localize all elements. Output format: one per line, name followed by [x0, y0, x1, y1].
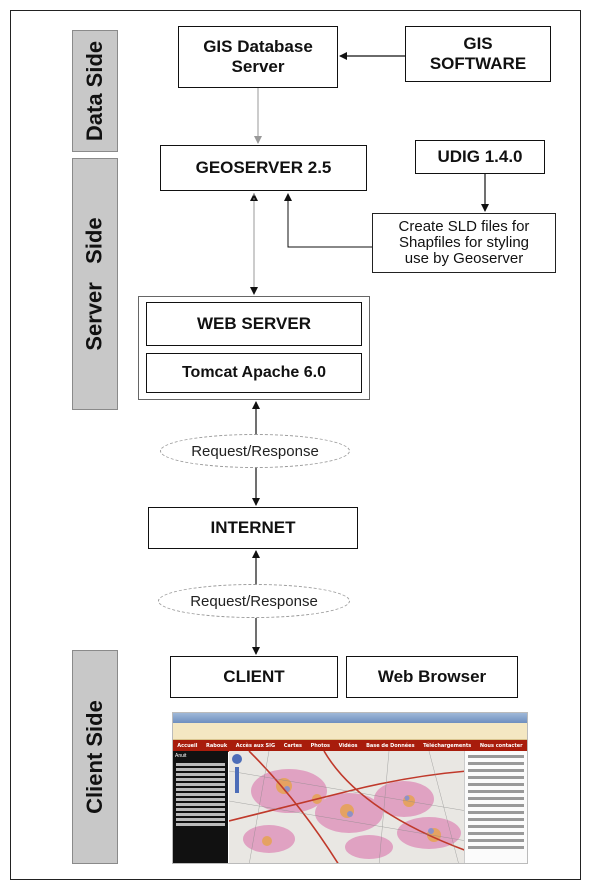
site-menu-item: Téléchargements	[423, 743, 472, 749]
data-side-band: Data Side	[72, 30, 118, 152]
web-server-label: WEB SERVER	[197, 314, 311, 334]
gis-database-server-box: GIS Database Server	[178, 26, 338, 88]
sld-note-line2: Shapfiles for styling	[398, 233, 530, 251]
site-menu-item: Vidéos	[338, 743, 358, 749]
web-gis-screenshot: Accueil Rabouk Accès aux SIG Cartes Photos Vi…	[172, 712, 528, 864]
web-server-box: WEB SERVER	[146, 302, 362, 346]
site-sidebar: Anuit	[173, 751, 228, 863]
client-box: CLIENT	[170, 656, 338, 698]
udig-label: UDIG 1.4.0	[437, 147, 523, 167]
site-menu: Accueil Rabouk Accès aux SIG Cartes Photos Vi…	[173, 740, 527, 752]
request-response-ellipse-1: Request/Response	[160, 434, 350, 468]
sld-note-line3: use by Geoserver	[404, 250, 524, 268]
request-response-ellipse-2: Request/Response	[158, 584, 350, 618]
gis-software-box: GIS SOFTWARE	[405, 26, 551, 82]
web-browser-box: Web Browser	[346, 656, 518, 698]
gis-database-server-line1: GIS Database	[203, 37, 313, 57]
site-menu-item: Photos	[310, 743, 331, 749]
sld-note-box: Create SLD files for Shapfiles for styli…	[372, 213, 556, 273]
map-view	[228, 750, 468, 863]
geoserver-box: GEOSERVER 2.5	[160, 145, 367, 191]
site-menu-item: Cartes	[283, 743, 302, 749]
request-response-label-2: Request/Response	[190, 592, 318, 610]
tomcat-box: Tomcat Apache 6.0	[146, 353, 362, 393]
browser-chrome	[173, 713, 527, 723]
internet-box: INTERNET	[148, 507, 358, 549]
diagram-frame	[10, 10, 581, 880]
client-label: CLIENT	[223, 667, 285, 687]
map-canvas	[228, 750, 468, 863]
geoserver-label: GEOSERVER 2.5	[195, 158, 332, 178]
web-browser-label: Web Browser	[377, 667, 487, 687]
server-side-band: Server Side	[72, 158, 118, 410]
arrow-sld-to-geoserver	[284, 193, 372, 248]
client-side-band: Client Side	[72, 650, 118, 864]
site-header	[173, 723, 527, 740]
gis-software-line2: SOFTWARE	[429, 54, 527, 73]
site-menu-item: Nous contacter	[479, 743, 523, 749]
site-menu-item: Rabouk	[206, 743, 228, 749]
gis-database-server-line2: Server	[231, 57, 285, 76]
gis-software-line1: GIS	[463, 34, 493, 54]
site-menu-item: Accueil	[177, 743, 198, 749]
internet-label: INTERNET	[210, 518, 296, 538]
site-sidebar-title: Anuit	[175, 753, 187, 759]
site-menu-item: Accès aux SIG	[235, 743, 276, 749]
site-menu-item: Base de Données	[366, 743, 415, 749]
request-response-label-1: Request/Response	[191, 442, 319, 460]
map-zoom-control	[232, 754, 242, 793]
tomcat-label: Tomcat Apache 6.0	[181, 363, 327, 381]
udig-box: UDIG 1.4.0	[415, 140, 545, 174]
layer-panel	[464, 751, 527, 863]
sld-note-line1: Create SLD files for	[398, 217, 530, 235]
